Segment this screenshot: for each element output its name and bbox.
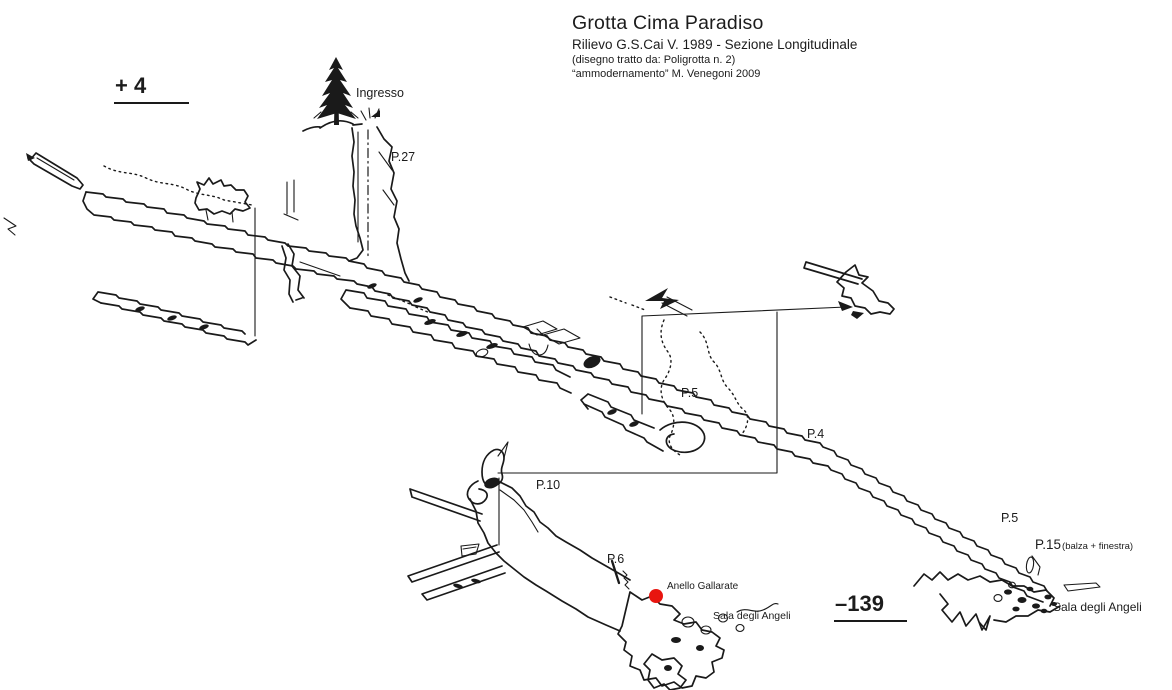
label-p15-note: (balza + finestra): [1062, 541, 1134, 552]
mid-parallel-passage: [340, 289, 601, 394]
entrance-elevation-label: + 4: [114, 73, 189, 104]
upper-left-passages: [3, 152, 257, 346]
label-p6: P.6: [607, 552, 625, 566]
label-p5-mid: P.5: [681, 386, 699, 400]
label-p27: P.27: [391, 150, 416, 164]
label-p4: P.4: [807, 427, 825, 441]
entrance-shaft: [283, 126, 410, 282]
source-note: (disegno tratto da: Poligrotta n. 2): [572, 54, 736, 66]
label-p5-right: P.5: [1001, 511, 1019, 525]
label-p15-group: P.15(balza + finestra): [1035, 537, 1133, 553]
sala-degli-angeli-mid: [617, 591, 779, 690]
revision-note: “ammodernamento” M. Venegoni 2009: [572, 68, 761, 80]
main-gallery: [82, 191, 1048, 603]
lower-network: [407, 441, 631, 632]
sala-degli-angeli-right: [913, 555, 1101, 631]
entrance-tree-icon: [313, 57, 359, 125]
label-sala-degli-angeli-right: Sala degli Angeli: [1053, 600, 1142, 614]
label-anello-gallarate: Anello Gallarate: [667, 581, 739, 592]
survey-box: [387, 288, 847, 474]
label-p10: P.10: [536, 478, 561, 492]
anello-gallarate-marker: [649, 589, 663, 603]
ground-line: [302, 107, 380, 132]
max-depth-label: –139: [834, 591, 907, 622]
lower-parallel-passage: [580, 393, 706, 454]
label-sala-degli-angeli-mid: Sala degli Angeli: [713, 610, 791, 622]
label-p15: P.15: [1035, 537, 1062, 552]
survey-subtitle: Rilievo G.S.Cai V. 1989 - Sezione Longit…: [572, 37, 858, 52]
label-ingresso: Ingresso: [356, 86, 404, 100]
upper-right-branch: [803, 261, 895, 319]
page-title: Grotta Cima Paradiso: [572, 12, 764, 34]
